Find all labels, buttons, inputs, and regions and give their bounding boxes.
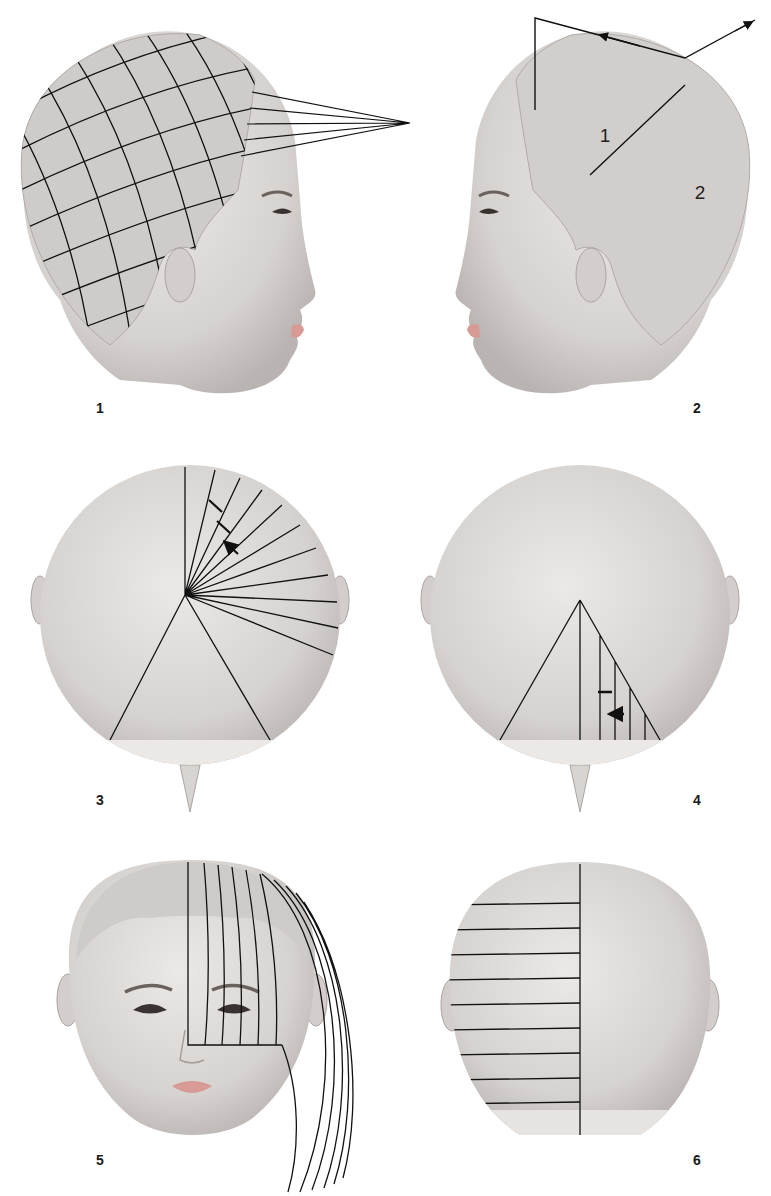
figure-number: 3	[96, 793, 104, 807]
figure-number: 1	[96, 401, 104, 415]
figure-number: 4	[693, 793, 701, 807]
figure-number: 2	[693, 401, 701, 415]
top-view-head	[420, 465, 740, 812]
profile-head-mirrored	[456, 18, 755, 393]
section-number: 2	[695, 183, 706, 202]
section-number: 1	[600, 126, 611, 145]
front-view-head	[57, 860, 353, 1192]
back-view-head	[440, 862, 720, 1140]
figure-number: 5	[96, 1153, 104, 1167]
figure-number: 6	[693, 1153, 701, 1167]
profile-head	[0, 0, 410, 420]
top-view-head	[30, 465, 350, 812]
